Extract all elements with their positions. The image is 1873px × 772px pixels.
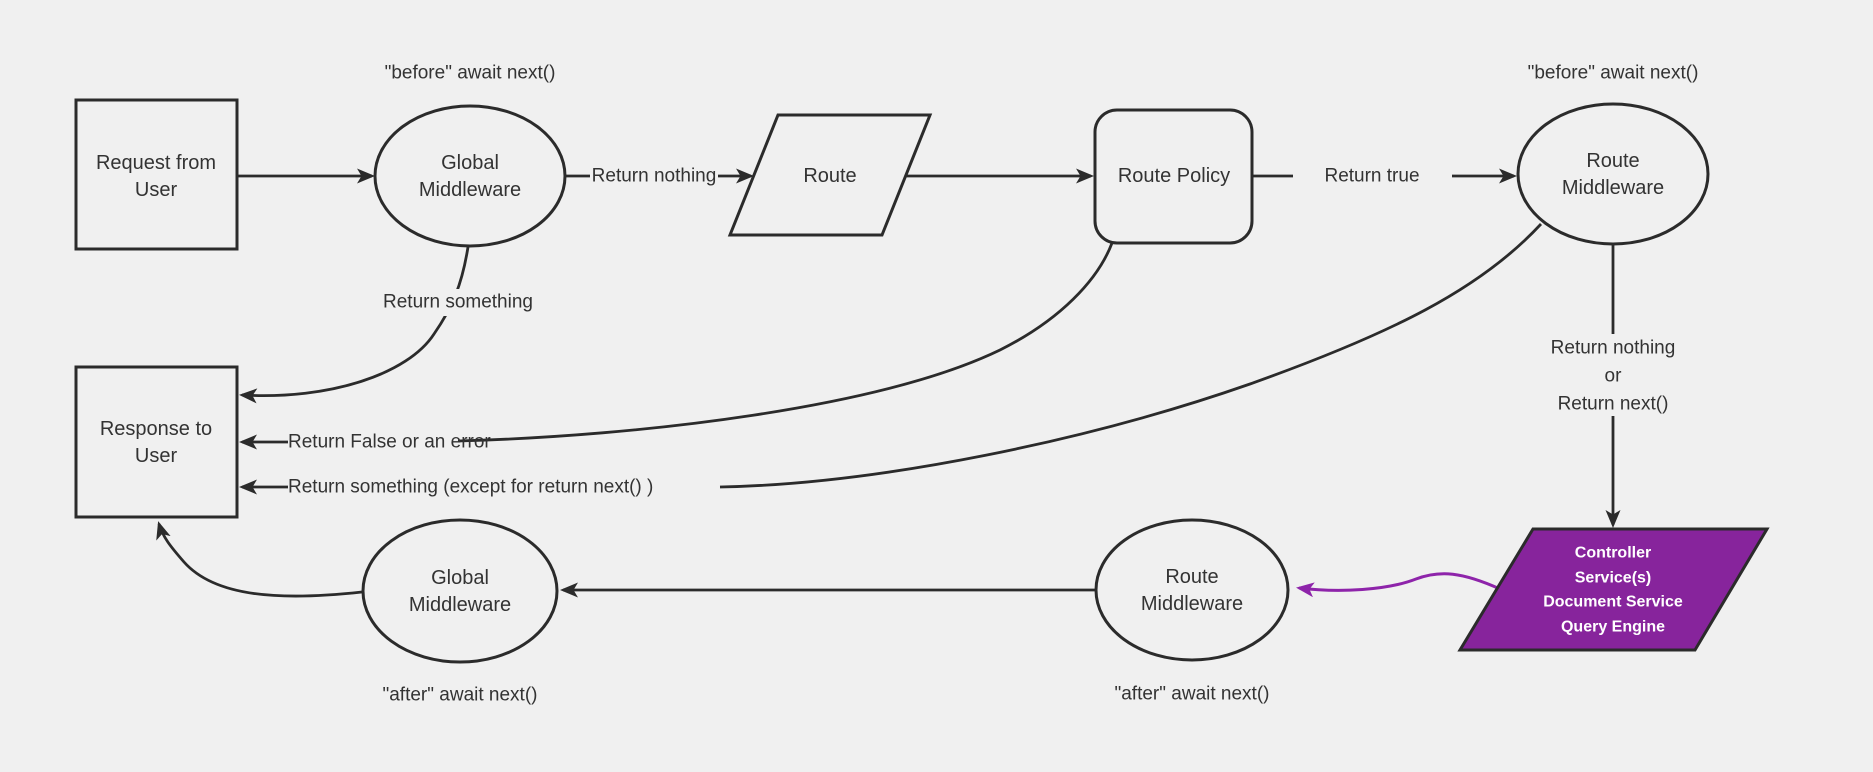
global-middleware-bottom-line2: Middleware — [409, 594, 511, 616]
edge-label-return-something-except: Return something (except for return next… — [288, 477, 653, 498]
route-middleware-top-line2: Middleware — [1562, 177, 1664, 199]
node-route-middleware-top: Route Middleware "before" await next() — [1516, 63, 1710, 246]
route-policy-box — [1093, 108, 1254, 245]
global-middleware-top-ellipse — [373, 104, 567, 248]
node-request-from-user: Request from User — [74, 98, 239, 251]
global-middleware-top-line1: Global — [441, 152, 499, 174]
request-label-line1: Request from — [96, 152, 216, 174]
node-route: Route — [727, 113, 933, 237]
route-parallelogram — [727, 113, 933, 237]
edge-label-return-something-bg — [376, 289, 542, 316]
global-middleware-top-line2: Middleware — [419, 179, 521, 201]
edge-label-return-something-group: Return something — [376, 289, 542, 316]
edge-return-something — [239, 246, 470, 404]
route-middleware-bottom-annotation: "after" await next() — [1115, 684, 1270, 705]
route-middleware-bottom-ellipse — [1094, 518, 1290, 662]
controller-line4: Query Engine — [1561, 619, 1665, 636]
route-middleware-top-ellipse — [1516, 102, 1710, 246]
edge-label-return-nothing: Return nothing — [592, 166, 717, 187]
controller-line1: Controller — [1575, 545, 1651, 562]
node-route-middleware-bottom: Route Middleware "after" await next() — [1094, 518, 1290, 705]
edge-return-something-except-curve — [719, 223, 1543, 489]
controller-parallelogram — [1457, 527, 1770, 652]
controller-line3: Document Service — [1543, 594, 1683, 611]
node-global-middleware-top: Global Middleware "before" await next() — [373, 63, 567, 248]
node-response-to-user: Response to User — [74, 365, 239, 519]
request-label-line2: User — [135, 179, 178, 201]
global-middleware-bottom-annotation: "after" await next() — [383, 685, 538, 706]
response-label-line2: User — [135, 445, 178, 467]
controller-line2: Service(s) — [1575, 570, 1652, 587]
response-box — [74, 365, 239, 519]
node-controller-services: Controller Service(s) Document Service Q… — [1457, 527, 1770, 652]
request-box — [74, 98, 239, 251]
edge-label-return-nothing-or-next-line1: Return nothing — [1551, 338, 1676, 359]
global-middleware-bottom-line1: Global — [431, 567, 489, 589]
route-policy-label: Route Policy — [1118, 165, 1230, 187]
node-route-policy: Route Policy — [1093, 108, 1254, 245]
edge-label-return-something: Return something — [383, 292, 533, 313]
route-middleware-top-annotation: "before" await next() — [1528, 63, 1699, 84]
edge-label-return-nothing-or-next-line2: or — [1605, 366, 1623, 387]
global-middleware-bottom-ellipse — [361, 518, 559, 664]
edge-label-return-nothing-or-next-group: Return nothing or Return next() — [1551, 338, 1676, 415]
global-middleware-top-annotation: "before" await next() — [385, 63, 556, 84]
edge-return-false-curve — [457, 242, 1114, 443]
edge-label-return-false: Return False or an error — [288, 432, 491, 453]
edge-label-return-nothing-or-next-line3: Return next() — [1558, 394, 1669, 415]
node-global-middleware-bottom: Global Middleware "after" await next() — [361, 518, 559, 706]
route-middleware-bottom-line2: Middleware — [1141, 593, 1243, 615]
route-label: Route — [803, 165, 856, 187]
edge-label-return-true: Return true — [1324, 166, 1419, 187]
edge-controller-to-route-middleware — [1296, 572, 1501, 598]
edge-global-middleware-to-response — [156, 521, 363, 598]
response-label-line1: Response to — [100, 418, 212, 440]
route-middleware-bottom-line1: Route — [1165, 566, 1218, 588]
route-middleware-top-line1: Route — [1586, 150, 1639, 172]
